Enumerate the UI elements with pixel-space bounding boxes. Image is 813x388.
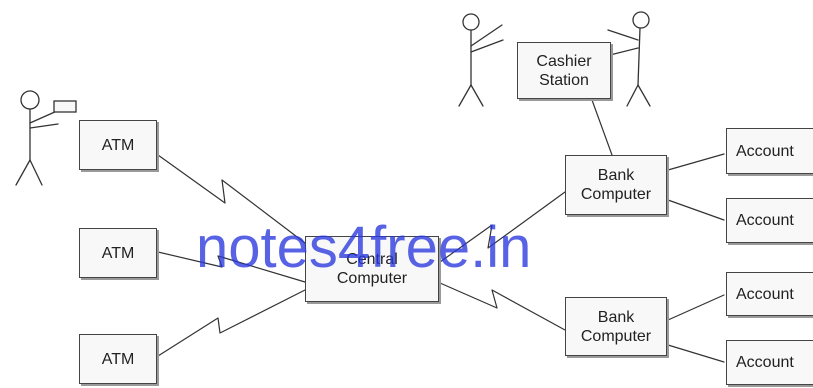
cashier-station-label: Cashier Station [536, 52, 592, 89]
account-label-3: Account [736, 285, 794, 303]
account-box-1: Account [726, 128, 813, 174]
link-atm3-central [157, 289, 306, 357]
link-atm2-central [157, 251, 306, 283]
link-cashier-bank1 [591, 99, 613, 156]
atm-box-2: ATM [79, 228, 157, 278]
account-label-2: Account [736, 212, 794, 229]
cashier-station-box: Cashier Station [517, 42, 611, 99]
atm-label-1: ATM [101, 136, 135, 154]
central-computer-box: Central Computer [305, 236, 439, 302]
cashier-actor-left-icon [458, 13, 504, 107]
bank-computer-box-1: Bank Computer [565, 155, 667, 215]
atm-label-3: ATM [101, 350, 135, 368]
account-box-4: Account [726, 340, 813, 385]
account-box-3: Account [726, 272, 813, 316]
atm-box-3: ATM [79, 334, 157, 384]
central-computer-label: Central Computer [336, 251, 408, 287]
cashier-actor-right-icon [605, 11, 651, 107]
link-bank1-account2 [667, 199, 725, 221]
link-atm1-central [157, 154, 306, 244]
bank-computer-label-1: Bank Computer [580, 167, 652, 203]
account-label-4: Account [736, 354, 794, 371]
atm-label-2: ATM [101, 244, 135, 262]
bank-computer-label-2: Bank Computer [580, 308, 652, 345]
link-bank2-account4 [667, 344, 725, 363]
bank-computer-box-2: Bank Computer [565, 297, 667, 356]
link-bank2-account3 [667, 294, 725, 321]
link-bank1-account1 [667, 153, 725, 171]
account-label-1: Account [736, 142, 794, 160]
account-box-2: Account [726, 198, 813, 243]
link-central-bank2 [439, 282, 566, 331]
customer-actor-icon [15, 90, 77, 186]
link-central-bank1 [439, 191, 566, 263]
atm-box-1: ATM [79, 120, 157, 170]
